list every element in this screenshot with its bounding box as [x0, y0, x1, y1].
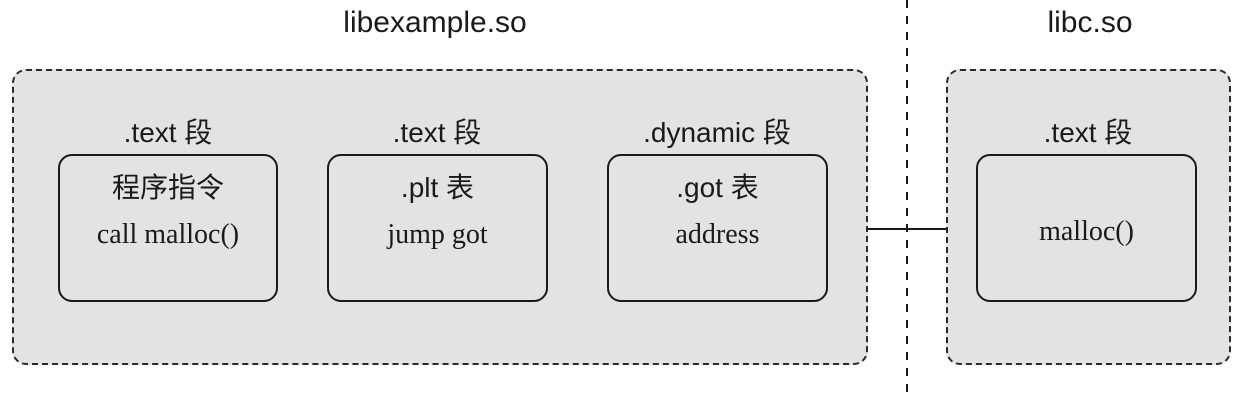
box-body-call-malloc: call malloc()	[96, 219, 240, 250]
segment-label-dynamic: .dynamic 段	[643, 117, 791, 148]
segment-label-text-2: .text 段	[392, 117, 482, 148]
box-body-malloc: malloc()	[1039, 216, 1134, 247]
box-title-program-instructions: 程序指令	[111, 172, 224, 203]
program-instructions-box: 程序指令 call malloc()	[58, 154, 278, 302]
box-body-address: address	[675, 219, 760, 250]
malloc-box: malloc()	[976, 154, 1197, 302]
got-table-box: .got 表 address	[607, 154, 828, 302]
segment-label-text-1: .text 段	[123, 117, 213, 148]
box-title-got: .got 表	[676, 172, 759, 203]
box-title-plt: .plt 表	[400, 172, 475, 203]
plt-table-box: .plt 表 jump got	[327, 154, 548, 302]
box-body-jump-got: jump got	[387, 219, 488, 250]
libc-title: libc.so	[1047, 6, 1133, 39]
segment-label-libc-text: .text 段	[1043, 117, 1133, 148]
libexample-title: libexample.so	[343, 6, 527, 39]
